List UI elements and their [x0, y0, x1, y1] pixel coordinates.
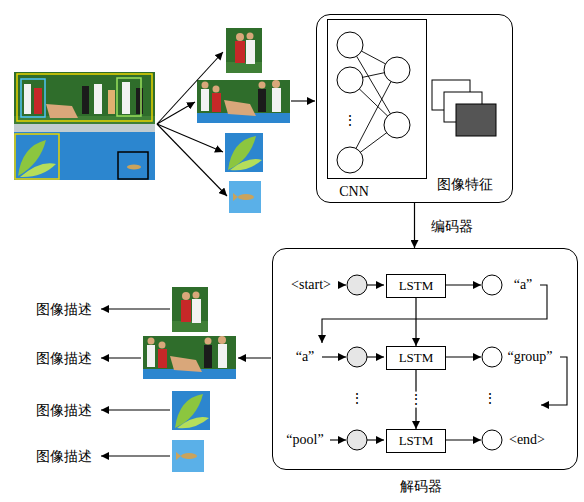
arrow [157, 124, 227, 196]
output-circle [482, 347, 502, 367]
arrow [338, 284, 346, 285]
bounding-box [117, 78, 141, 116]
arrow [291, 100, 315, 101]
person [94, 84, 102, 114]
neuron [384, 112, 410, 138]
neuron [337, 147, 363, 173]
person [46, 104, 78, 118]
neuron [384, 57, 410, 83]
ellipsis: ⋮ [483, 391, 497, 408]
lstm-box: LSTM [386, 274, 446, 298]
box-label: LSTM [399, 350, 434, 366]
arrow [446, 439, 481, 440]
leaf [20, 163, 56, 177]
bounding-box [17, 74, 152, 121]
connector-label: ⋮ [407, 391, 425, 408]
person-crop [172, 287, 208, 332]
lstm-box: LSTM [386, 429, 446, 453]
arrow [101, 308, 170, 309]
neuron [337, 67, 363, 93]
leaf-crop [172, 391, 210, 430]
token: “a” [296, 349, 315, 366]
box-label: LSTM [399, 278, 434, 294]
output-circle [482, 275, 502, 295]
cnn-box: CNN [327, 19, 427, 179]
arrow [157, 52, 223, 124]
arrow [367, 284, 384, 285]
decoder-arrows [322, 285, 567, 440]
encoder-box: 图像特征 CNN [316, 14, 513, 203]
box-heading: 图像特征 [437, 176, 493, 193]
encoder-label: 编码器 [431, 218, 473, 235]
person-crop [226, 28, 262, 73]
lstm-box: LSTM [386, 346, 446, 370]
arrow [157, 124, 223, 152]
caption-label: 图像描述 [36, 350, 92, 367]
caption-label: 图像描述 [36, 301, 92, 318]
group-crop [143, 336, 236, 379]
arrow [446, 284, 481, 285]
person [122, 82, 130, 114]
photo-trees [14, 72, 155, 124]
arrow [101, 455, 170, 456]
fish-crop [229, 181, 261, 213]
person [82, 86, 89, 114]
input-circles [347, 275, 367, 450]
arrow [238, 357, 271, 358]
caption-label: 图像描述 [36, 402, 92, 419]
ellipsis: ⋮ [350, 391, 364, 408]
input-circle [347, 275, 367, 295]
ellipsis: ⋮ [343, 113, 357, 130]
bounding-box [118, 152, 148, 179]
token: <start> [291, 277, 331, 294]
crop-arrows [157, 52, 315, 196]
fish-crop [172, 440, 204, 472]
output-circle [482, 430, 502, 450]
token: <end> [509, 432, 545, 449]
input-circle [347, 347, 367, 367]
fish [127, 165, 141, 170]
feedback-arrow [541, 357, 567, 405]
pool-edge [14, 124, 155, 132]
arrow [367, 439, 384, 440]
pool-water [14, 132, 155, 180]
token: “group” [507, 349, 552, 366]
output-circles [482, 275, 502, 450]
output-arrows [101, 309, 271, 456]
bounding-box [15, 134, 59, 179]
arrow [101, 409, 170, 410]
leaf-crop [225, 133, 263, 172]
arrow [330, 439, 346, 440]
caption-label: 图像描述 [36, 448, 92, 465]
person [24, 84, 31, 114]
arrow [101, 357, 141, 358]
person [136, 88, 143, 114]
network-neurons [337, 32, 410, 173]
feature-map [456, 104, 496, 136]
group-crop [197, 80, 290, 123]
connector [415, 298, 416, 346]
arrow [157, 102, 195, 124]
arrow [367, 356, 384, 357]
arrow [322, 356, 346, 357]
bounding-box [21, 79, 45, 117]
token: “a” [514, 277, 533, 294]
connector [414, 203, 415, 248]
box-label: LSTM [399, 433, 434, 449]
token: “pool” [286, 432, 323, 449]
person [34, 88, 42, 114]
input-circle [347, 430, 367, 450]
neuron [337, 32, 363, 58]
arrow [446, 356, 481, 357]
feedback-arrow [322, 285, 547, 343]
box-heading: CNN [339, 184, 369, 201]
box-heading: 解码器 [400, 478, 442, 495]
person [108, 90, 115, 114]
